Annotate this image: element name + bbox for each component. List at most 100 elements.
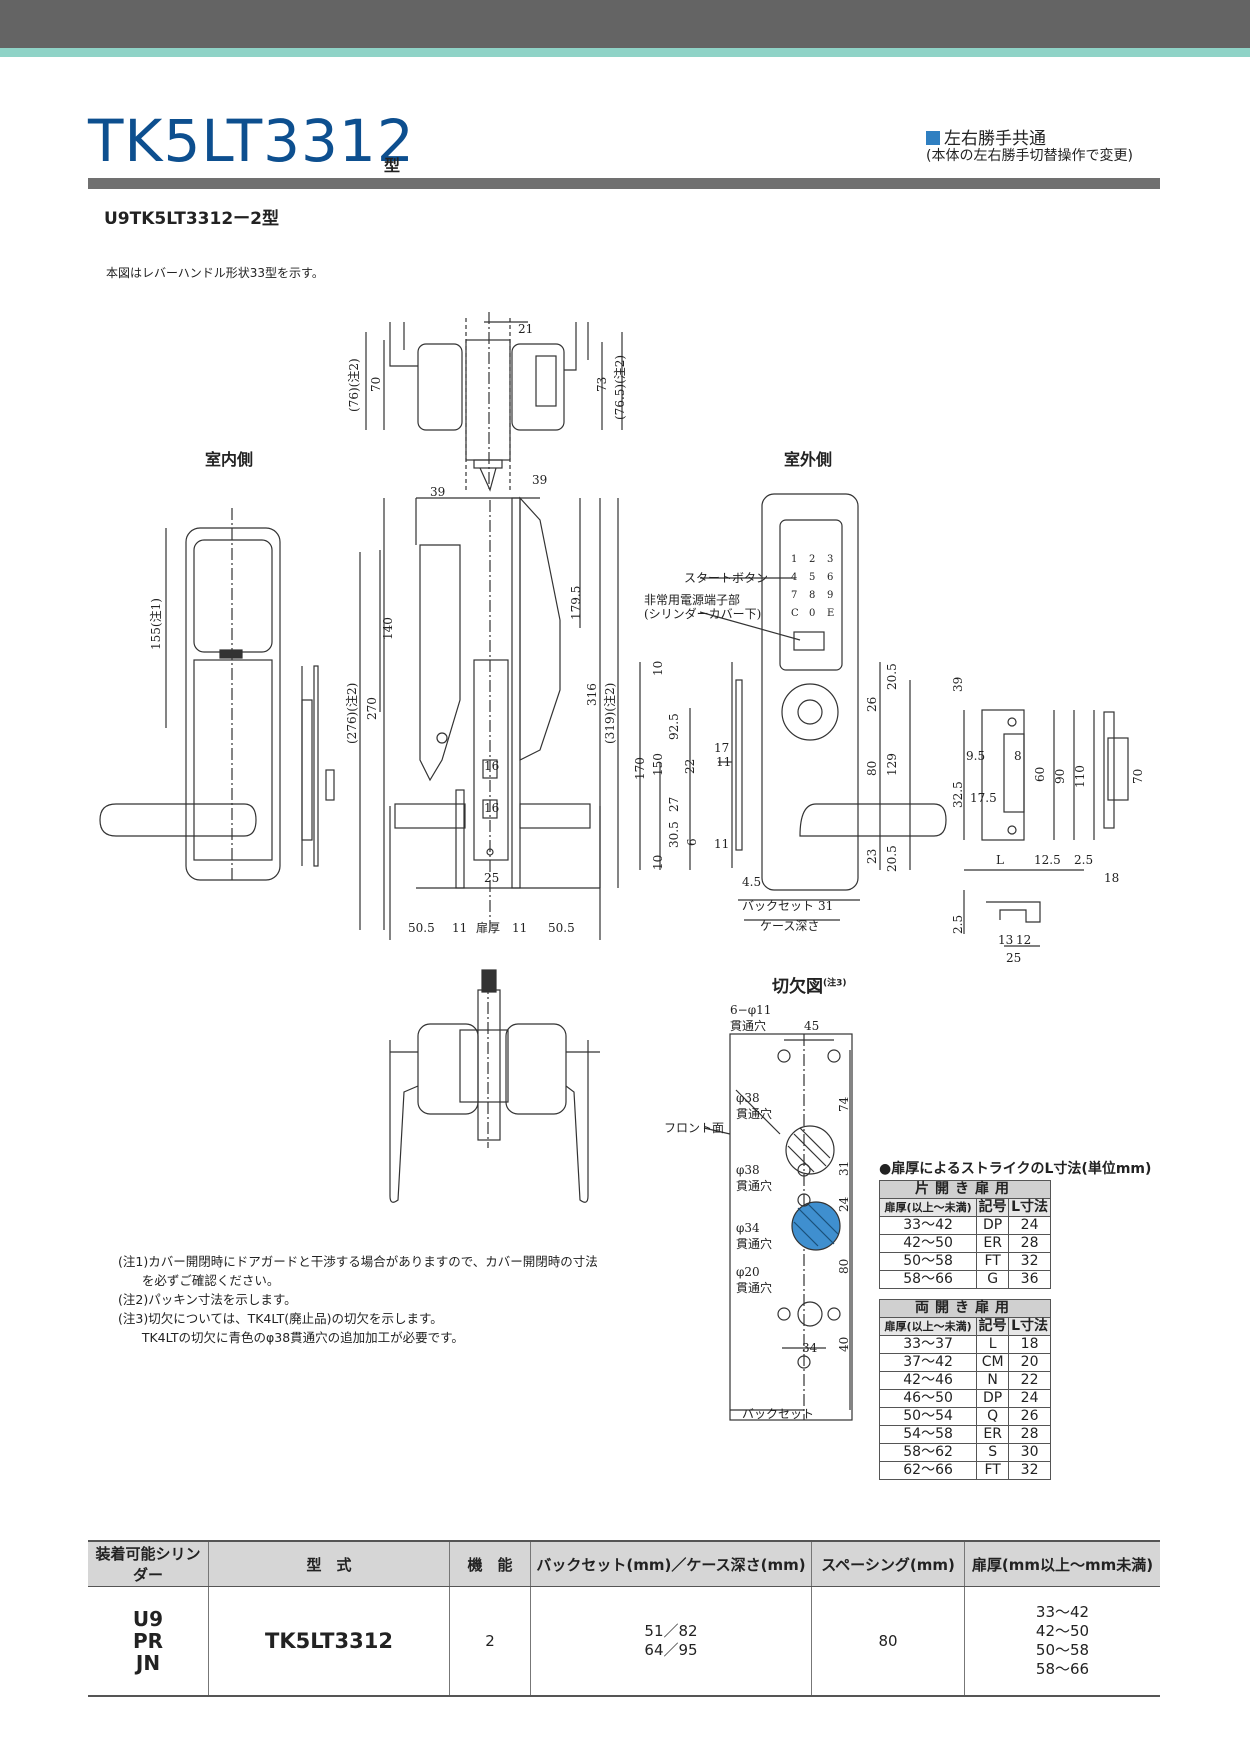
dim-o6: 6 (685, 838, 699, 846)
dim-o11a: 11 (716, 755, 731, 769)
dim-side-39b: 39 (532, 473, 547, 487)
hand-note: 左右勝手共通 (本体の左右勝手切替操作で変更) (926, 130, 1133, 164)
key-0[interactable]: 0 (809, 608, 815, 619)
callout-hole-6: 6−φ11 (730, 1003, 771, 1017)
key-c[interactable]: C (791, 608, 799, 619)
dim-316: 316 (585, 683, 599, 706)
spec-h-cylinder: 装着可能シリンダー (88, 1540, 209, 1587)
outdoor-view (639, 493, 947, 921)
hand-note-text: 左右勝手共通 (944, 129, 1046, 149)
key-e[interactable]: E (827, 608, 834, 619)
dim-s25c: 25 (1006, 951, 1021, 965)
dim-o205b: 20.5 (885, 845, 899, 872)
side-view (359, 496, 619, 940)
callout-through-5: 貫通穴 (736, 1280, 772, 1295)
top-view (365, 312, 623, 492)
dim-16a: 16 (484, 759, 499, 773)
key-5[interactable]: 5 (809, 572, 815, 583)
spec-table: 装着可能シリンダー 型 式 機 能 バックセット(mm)／ケース深さ(mm) ス… (88, 1540, 1160, 1697)
key-4[interactable]: 4 (791, 572, 797, 583)
footnote-2: (注2)パッキン寸法を示します。 (118, 1292, 297, 1307)
indoor-view (99, 508, 335, 881)
dim-o925: 92.5 (667, 713, 681, 740)
double-caption: 両開き扉用 (879, 1299, 1051, 1318)
door-range: 33〜42 (1035, 1603, 1090, 1621)
dim-c74: 74 (837, 1096, 851, 1112)
cell: 37〜42 (878, 1353, 978, 1372)
top-bar (0, 0, 1250, 48)
key-9[interactable]: 9 (827, 590, 833, 601)
spec-h-spacing: スペーシング(mm) (811, 1540, 965, 1587)
key-6[interactable]: 6 (827, 572, 833, 583)
cell: 24 (1008, 1216, 1051, 1235)
cell: FT (976, 1461, 1010, 1480)
key-1[interactable]: 1 (791, 554, 797, 565)
spec-cylinders: U9 PR JN (88, 1586, 209, 1697)
spec-h-model: 型 式 (208, 1540, 450, 1587)
dim-o11b: 11 (714, 837, 729, 851)
strike-view (963, 709, 1129, 947)
cell: N (976, 1371, 1010, 1390)
bottom-view (389, 969, 600, 1203)
dim-155: 155(注1) (148, 598, 163, 650)
cell: 62〜66 (878, 1461, 978, 1480)
key-8[interactable]: 8 (809, 590, 815, 601)
footnote-1: (注1)カバー開閉時にドアガードと干渉する場合がありますので、カバー開閉時の寸法 (118, 1254, 598, 1269)
dim-side-39a: 39 (430, 485, 445, 499)
cell: 42〜46 (878, 1371, 978, 1390)
cell: ER (976, 1425, 1010, 1444)
cylinder-u9: U9 (132, 1607, 164, 1631)
backset-value: 64／95 (644, 1641, 698, 1659)
dim-505b: 50.5 (548, 921, 575, 935)
indoor-view-label: 室内側 (205, 450, 254, 469)
dim-s60: 60 (1033, 767, 1047, 782)
key-2[interactable]: 2 (809, 554, 815, 565)
dim-s25a: 2.5 (1074, 853, 1093, 867)
cell: CM (976, 1353, 1010, 1372)
cell: 58〜62 (878, 1443, 978, 1462)
spec-function: 2 (449, 1586, 531, 1697)
dim-s8: 8 (1014, 749, 1022, 763)
dim-top-21: 21 (518, 322, 533, 336)
key-7[interactable]: 7 (791, 590, 797, 601)
page-title: TK5LT3312 (88, 107, 415, 175)
outdoor-view-label: 室外側 (784, 450, 833, 469)
hand-note-sub: (本体の左右勝手切替操作で変更) (926, 147, 1133, 164)
dim-11a: 11 (452, 921, 467, 935)
cell: 18 (1008, 1335, 1051, 1354)
cell: 32 (1008, 1461, 1051, 1480)
cell: 26 (1008, 1407, 1051, 1426)
dim-o80: 80 (865, 761, 879, 776)
label-backset: バックセット (742, 899, 814, 913)
door-range: 42〜50 (1035, 1622, 1090, 1640)
title-rule (88, 178, 1160, 189)
dim-top-765: (76.5)(注2) (612, 355, 627, 420)
dim-140: 140 (381, 617, 395, 640)
single-h0: 扉厚(以上〜未満) (878, 1198, 978, 1217)
key-3[interactable]: 3 (827, 554, 833, 565)
cell: 22 (1008, 1371, 1051, 1390)
door-range: 58〜66 (1035, 1660, 1090, 1678)
label-case-depth: ケース深さ (760, 919, 819, 933)
spec-h-door: 扉厚(mm以上〜mm未満) (964, 1540, 1160, 1587)
single-caption: 片開き扉用 (879, 1180, 1051, 1199)
top-accent-stripe (0, 48, 1250, 57)
cell: 50〜58 (878, 1252, 978, 1271)
callout-front-face: フロント面 (664, 1121, 724, 1135)
dim-11b: 11 (512, 921, 527, 935)
single-h2: L寸法 (1008, 1198, 1051, 1217)
cutout-view-label: 切欠図(注3) (772, 972, 847, 997)
callout-hole-34: φ34 (736, 1221, 760, 1235)
table-row: U9 PR JN TK5LT3312 2 51／82 64／95 80 33〜4… (88, 1586, 1160, 1697)
strike-table-title: ●扉厚によるストライクのL寸法(単位mm) (879, 1161, 1152, 1177)
dim-c80: 80 (837, 1259, 851, 1274)
dim-c40: 40 (837, 1337, 851, 1352)
